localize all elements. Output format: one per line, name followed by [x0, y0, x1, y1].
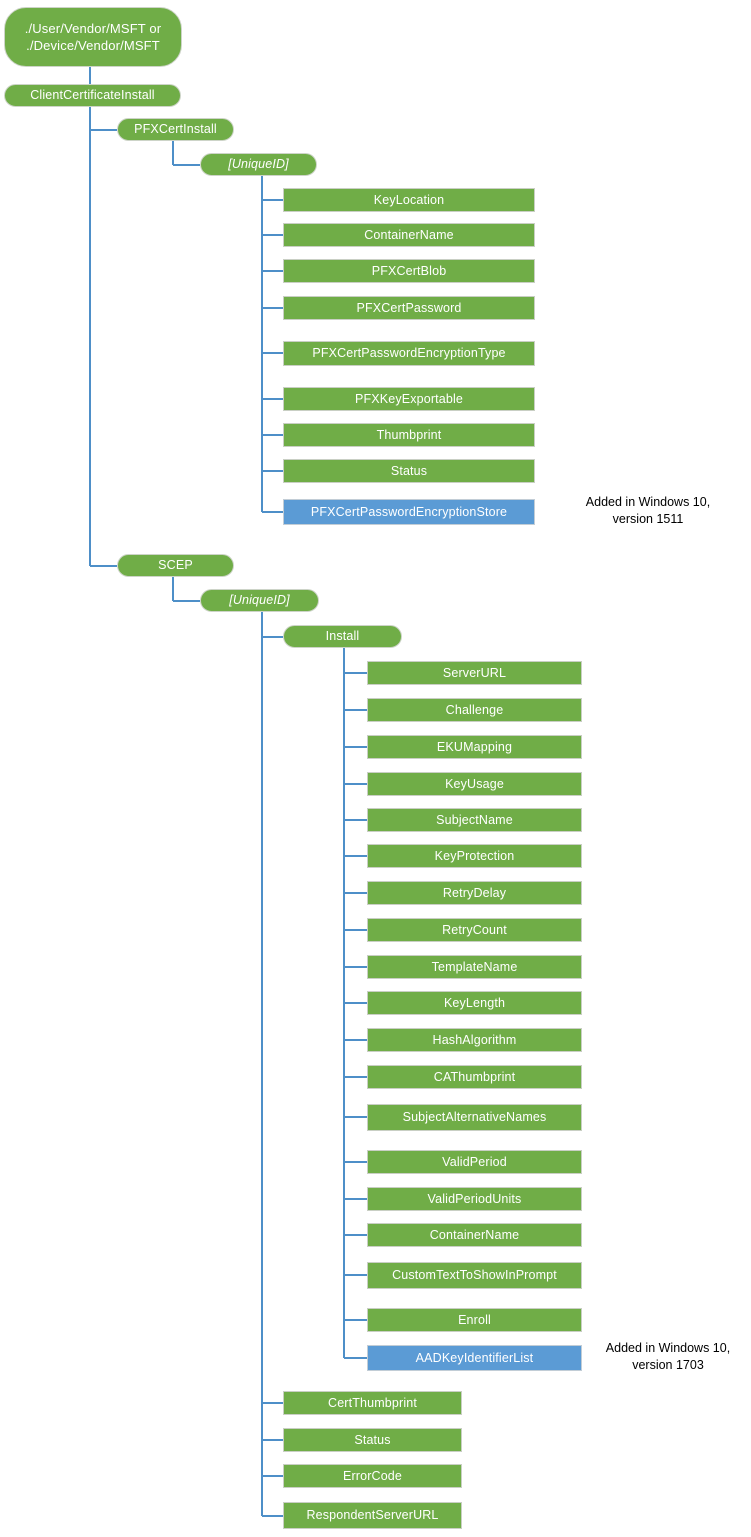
- node-scep-uniqueid[interactable]: [UniqueID]: [200, 589, 319, 612]
- node-pfxcertblob[interactable]: PFXCertBlob: [283, 259, 535, 283]
- node-label-pfxcertpasswordencryptiontype: PFXCertPasswordEncryptionType: [312, 346, 506, 361]
- node-label-pfxcertblob: PFXCertBlob: [371, 263, 447, 278]
- node-label-pfxkeyexportable: PFXKeyExportable: [354, 391, 463, 406]
- node-label-respondentserverurl: RespondentServerURL: [306, 1508, 439, 1523]
- annotation-anno-1703: Added in Windows 10, version 1703: [605, 1341, 731, 1372]
- node-ekumapping[interactable]: EKUMapping: [367, 735, 582, 759]
- node-respondentserverurl[interactable]: RespondentServerURL: [283, 1502, 462, 1529]
- node-hashalgorithm[interactable]: HashAlgorithm: [367, 1028, 582, 1052]
- node-keylocation[interactable]: KeyLocation: [283, 188, 535, 212]
- node-label-root: ./User/Vendor/MSFT or ./Device/Vendor/MS…: [24, 20, 162, 53]
- node-label-scep: SCEP: [158, 558, 193, 573]
- node-label-scep-uniqueid: [UniqueID]: [229, 593, 290, 608]
- node-label-containername-pfx: ContainerName: [364, 227, 454, 242]
- node-label-templatename: TemplateName: [431, 959, 518, 974]
- node-enroll[interactable]: Enroll: [367, 1308, 582, 1332]
- node-templatename[interactable]: TemplateName: [367, 955, 582, 979]
- node-customtexttoshowinprompt[interactable]: CustomTextToShowInPrompt: [367, 1262, 582, 1289]
- node-pfxcertpasswordencryptiontype[interactable]: PFXCertPasswordEncryptionType: [283, 341, 535, 366]
- node-label-aadkeyidentifierlist: AADKeyIdentifierList: [415, 1350, 534, 1365]
- node-challenge[interactable]: Challenge: [367, 698, 582, 722]
- node-label-subjectalternativenames: SubjectAlternativeNames: [402, 1110, 547, 1125]
- node-label-validperiod: ValidPeriod: [442, 1154, 507, 1169]
- node-label-status-pfx: Status: [390, 463, 428, 478]
- node-label-errorcode: ErrorCode: [342, 1468, 402, 1483]
- node-label-pfxcertpasswordencryptionstore: PFXCertPasswordEncryptionStore: [310, 504, 508, 519]
- node-pfxcertpasswordencryptionstore[interactable]: PFXCertPasswordEncryptionStore: [283, 499, 535, 525]
- node-label-subjectname: SubjectName: [436, 812, 513, 827]
- node-label-retrycount: RetryCount: [442, 922, 507, 937]
- node-containername-pfx[interactable]: ContainerName: [283, 223, 535, 247]
- node-keyusage[interactable]: KeyUsage: [367, 772, 582, 796]
- node-label-challenge: Challenge: [445, 702, 504, 717]
- node-label-containername-scep: ContainerName: [429, 1227, 520, 1242]
- node-pfxcertpassword[interactable]: PFXCertPassword: [283, 296, 535, 320]
- node-label-clientcertificateinstall: ClientCertificateInstall: [30, 88, 155, 103]
- node-certthumbprint[interactable]: CertThumbprint: [283, 1391, 462, 1415]
- node-retrydelay[interactable]: RetryDelay: [367, 881, 582, 905]
- node-label-serverurl: ServerURL: [442, 665, 507, 680]
- node-label-ekumapping: EKUMapping: [436, 739, 513, 754]
- node-label-keyusage: KeyUsage: [445, 776, 504, 791]
- node-label-hashalgorithm: HashAlgorithm: [432, 1032, 517, 1047]
- node-label-install: Install: [325, 629, 360, 644]
- node-subjectname[interactable]: SubjectName: [367, 808, 582, 832]
- node-label-certthumbprint: CertThumbprint: [328, 1395, 417, 1410]
- node-root[interactable]: ./User/Vendor/MSFT or ./Device/Vendor/MS…: [4, 7, 182, 67]
- node-pfxkeyexportable[interactable]: PFXKeyExportable: [283, 387, 535, 411]
- node-thumbprint[interactable]: Thumbprint: [283, 423, 535, 447]
- annotation-anno-1511: Added in Windows 10, version 1511: [585, 495, 711, 526]
- node-containername-scep[interactable]: ContainerName: [367, 1223, 582, 1247]
- node-keylength[interactable]: KeyLength: [367, 991, 582, 1015]
- node-install[interactable]: Install: [283, 625, 402, 648]
- node-subjectalternativenames[interactable]: SubjectAlternativeNames: [367, 1104, 582, 1131]
- node-label-pfxcertinstall: PFXCertInstall: [134, 122, 217, 137]
- node-label-customtexttoshowinprompt: CustomTextToShowInPrompt: [392, 1268, 557, 1283]
- node-label-enroll: Enroll: [458, 1312, 491, 1327]
- node-status-scep[interactable]: Status: [283, 1428, 462, 1452]
- node-scep[interactable]: SCEP: [117, 554, 234, 577]
- node-label-keyprotection: KeyProtection: [434, 848, 515, 863]
- node-serverurl[interactable]: ServerURL: [367, 661, 582, 685]
- node-label-status-scep: Status: [354, 1432, 391, 1447]
- node-keyprotection[interactable]: KeyProtection: [367, 844, 582, 868]
- node-errorcode[interactable]: ErrorCode: [283, 1464, 462, 1488]
- node-retrycount[interactable]: RetryCount: [367, 918, 582, 942]
- node-label-keylocation: KeyLocation: [373, 192, 445, 207]
- node-label-thumbprint: Thumbprint: [376, 427, 442, 442]
- node-label-keylength: KeyLength: [443, 995, 506, 1010]
- node-clientcertificateinstall[interactable]: ClientCertificateInstall: [4, 84, 181, 107]
- node-pfx-uniqueid[interactable]: [UniqueID]: [200, 153, 317, 176]
- node-validperiodunits[interactable]: ValidPeriodUnits: [367, 1187, 582, 1211]
- node-pfxcertinstall[interactable]: PFXCertInstall: [117, 118, 234, 141]
- node-label-validperiodunits: ValidPeriodUnits: [427, 1191, 522, 1206]
- node-label-pfxcertpassword: PFXCertPassword: [356, 300, 462, 315]
- node-label-pfx-uniqueid: [UniqueID]: [228, 157, 289, 172]
- node-label-retrydelay: RetryDelay: [442, 885, 507, 900]
- node-aadkeyidentifierlist[interactable]: AADKeyIdentifierList: [367, 1345, 582, 1371]
- node-label-cathumbprint: CAThumbprint: [433, 1069, 516, 1084]
- node-validperiod[interactable]: ValidPeriod: [367, 1150, 582, 1174]
- node-status-pfx[interactable]: Status: [283, 459, 535, 483]
- node-cathumbprint[interactable]: CAThumbprint: [367, 1065, 582, 1089]
